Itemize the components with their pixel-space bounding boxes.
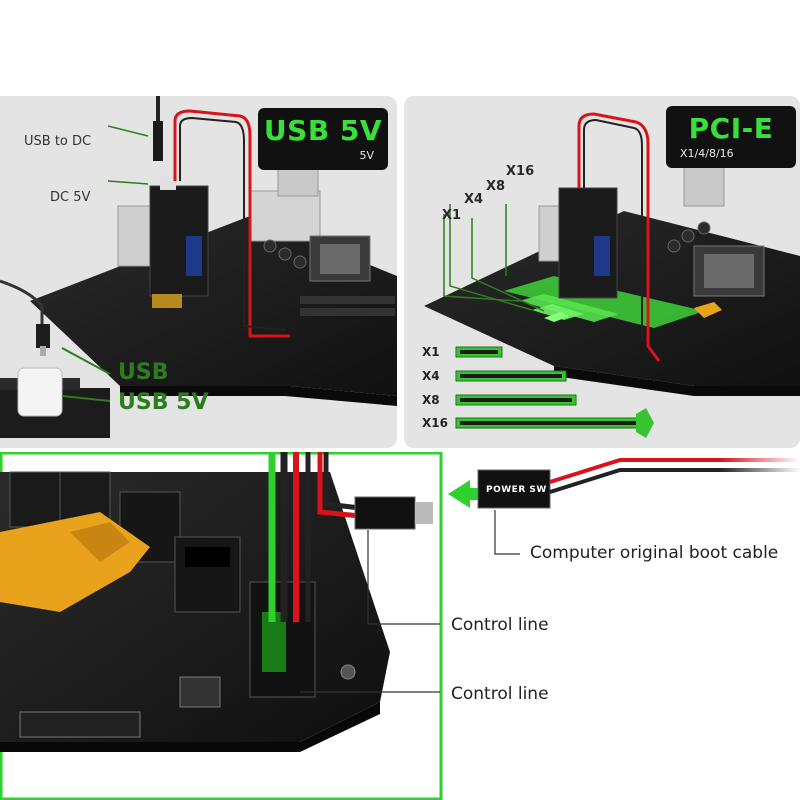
usb-5v-badge: USB 5V 5V <box>258 108 388 170</box>
usb-5v-badge-title: USB 5V <box>263 114 383 147</box>
lane-label-x16: X16 <box>422 416 448 430</box>
pcie-badge: PCI-E X1/4/8/16 <box>666 106 796 168</box>
dc-5v-label: DC 5V <box>50 190 91 205</box>
usb-label: USB <box>118 360 169 385</box>
pcie-panel-illustration <box>424 112 800 438</box>
pcie-badge-sub: X1/4/8/16 <box>680 147 734 160</box>
usb-panel-illustration <box>0 96 397 438</box>
pcie-lane-diagram <box>455 346 654 438</box>
control-line-connector <box>354 496 416 530</box>
lane-label-x8: X8 <box>422 393 440 407</box>
usb-to-dc-label: USB to DC <box>24 134 92 149</box>
usb-power-panel: USB to DC DC 5V USB 5V 5V USB USB 5V <box>0 96 397 448</box>
lane-label-x1: X1 <box>422 345 440 359</box>
wiring-panel-illustration <box>0 452 800 800</box>
power-sw-connector <box>477 469 551 509</box>
power-sw-label: POWER SW <box>486 485 547 495</box>
slot-label-x4: X4 <box>464 192 484 207</box>
slot-label-x8: X8 <box>486 179 506 194</box>
callout-control-line-1: Control line <box>451 615 549 635</box>
usb-5v-badge-sub: 5V <box>359 149 374 162</box>
usb-5v-label: USB 5V <box>118 390 209 415</box>
wiring-panel: POWER SW Computer original boot cable Co… <box>0 452 800 800</box>
pcie-slot-x16 <box>504 276 704 328</box>
pcie-panel: PCI-E X1/4/8/16 X16 X8 X4 X1 X1 X4 X8 X1… <box>404 96 800 448</box>
callout-control-line-2: Control line <box>451 684 549 704</box>
slot-label-x1: X1 <box>442 208 462 223</box>
callout-boot-cable: Computer original boot cable <box>530 543 779 563</box>
slot-label-x16: X16 <box>506 164 535 179</box>
direction-arrow <box>448 480 480 508</box>
pcie-badge-title: PCI-E <box>688 112 774 145</box>
lane-label-x4: X4 <box>422 369 440 383</box>
